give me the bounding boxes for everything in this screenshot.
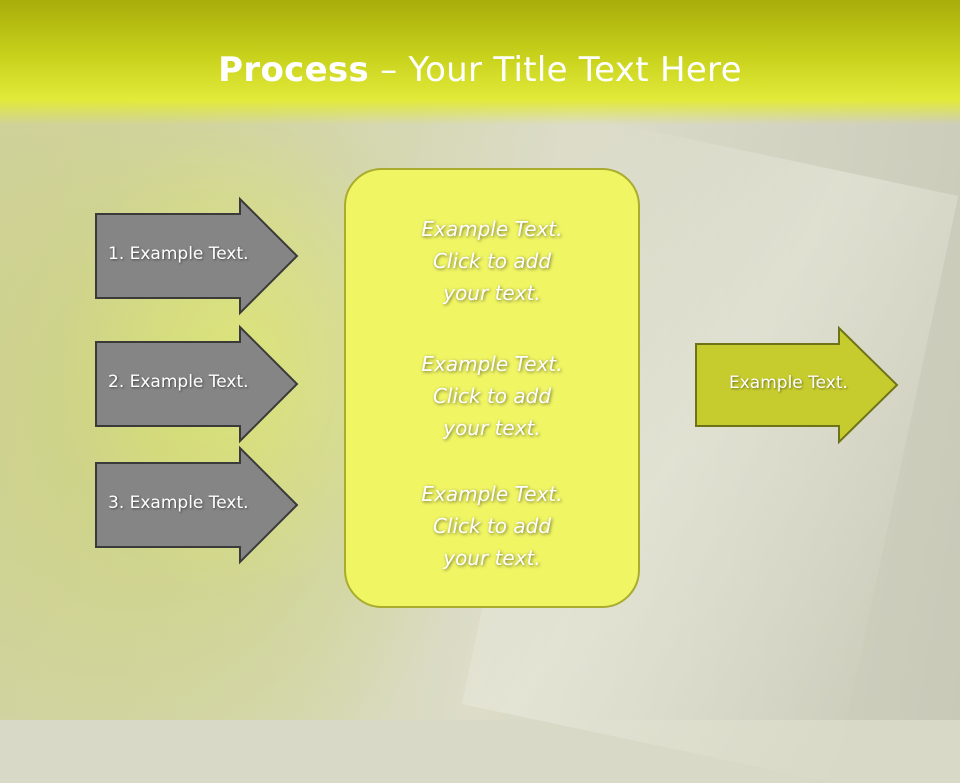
slide-title: Process – Your Title Text Here	[0, 50, 960, 90]
process-diagram	[95, 196, 899, 565]
center-item-1-line1: Example Text.	[421, 217, 563, 241]
input-label-2: 2. Example Text.	[108, 372, 249, 392]
center-item-3[interactable]: Example Text. Click to add your text.	[344, 478, 640, 574]
center-item-1[interactable]: Example Text. Click to add your text.	[344, 213, 640, 309]
input-label-3: 3. Example Text.	[108, 493, 249, 513]
title-separator: –	[369, 50, 409, 90]
input-label-1: 1. Example Text.	[108, 244, 249, 264]
center-item-2[interactable]: Example Text. Click to add your text.	[344, 348, 640, 444]
center-item-3-line2: Click to add	[432, 514, 552, 538]
center-item-3-line3: your text.	[443, 546, 541, 570]
output-label: Example Text.	[729, 373, 848, 393]
input-arrow-2[interactable]	[95, 324, 299, 444]
center-item-2-line3: your text.	[443, 416, 541, 440]
center-item-2-line2: Click to add	[432, 384, 552, 408]
center-item-1-line3: your text.	[443, 281, 541, 305]
center-item-2-line1: Example Text.	[421, 352, 563, 376]
title-bold: Process	[218, 50, 370, 90]
center-item-3-line1: Example Text.	[421, 482, 563, 506]
center-item-1-line2: Click to add	[432, 249, 552, 273]
input-arrow-3[interactable]	[95, 445, 299, 565]
center-box[interactable]	[344, 168, 640, 608]
output-arrow[interactable]	[695, 325, 899, 445]
title-rest: Your Title Text Here	[408, 50, 742, 90]
title-band	[0, 0, 960, 125]
input-arrow-1[interactable]	[95, 196, 299, 316]
